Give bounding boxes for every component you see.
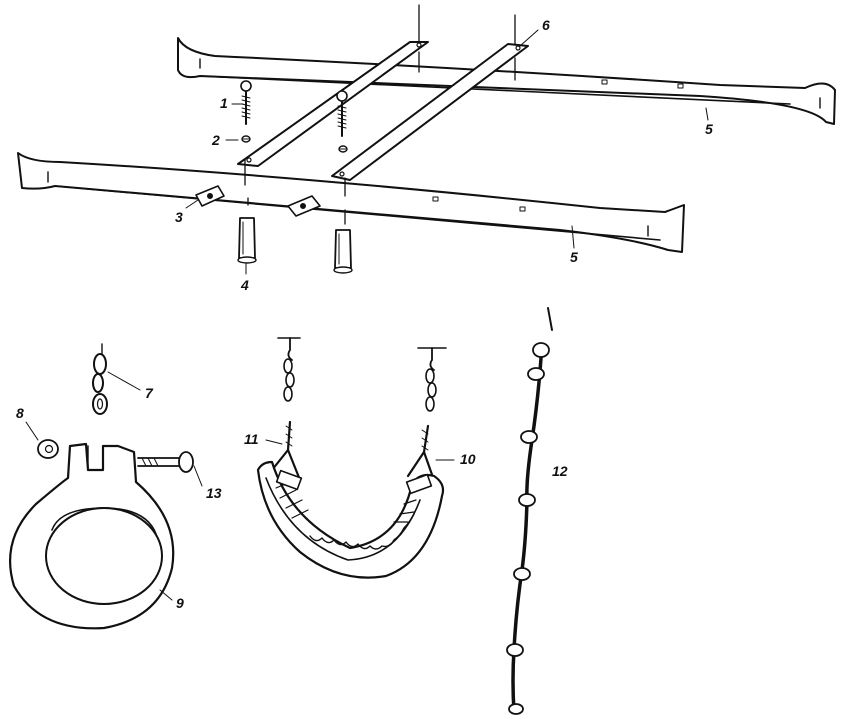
- callout-10: 10: [460, 451, 476, 467]
- plate-right: [287, 195, 321, 217]
- knotted-climbing-rope: [506, 307, 553, 715]
- plate-left: [195, 185, 225, 207]
- eye-bolt-right: [336, 90, 348, 137]
- callout-13: 13: [206, 485, 222, 501]
- callout-3: 3: [175, 209, 183, 225]
- callout-9: 9: [176, 595, 184, 611]
- callout-12: 12: [552, 463, 568, 479]
- callout-8: 8: [16, 405, 24, 421]
- rear-top-beam: [177, 37, 836, 125]
- carriage-bolt: [137, 451, 194, 473]
- callout-2: 2: [211, 132, 220, 148]
- callout-6: 6: [542, 17, 550, 33]
- leader-lines: [25, 29, 709, 601]
- cross-bar-left: [237, 41, 429, 167]
- eye-bolt-left: [240, 80, 252, 125]
- sleeve-right: [333, 229, 353, 274]
- belt-swing-seat: [256, 460, 445, 579]
- sleeve-left: [237, 217, 257, 264]
- callout-7: 7: [145, 385, 154, 401]
- callout-4: 4: [240, 277, 249, 293]
- callout-1: 1: [220, 95, 228, 111]
- callout-5-front-beam: 5: [570, 249, 578, 265]
- callout-11: 11: [244, 431, 259, 447]
- washer-left: [241, 135, 251, 143]
- swing-left-chain: [270, 420, 302, 482]
- washer-right: [338, 145, 348, 153]
- short-chain: [92, 343, 108, 415]
- hex-nut: [37, 439, 59, 459]
- swing-right-hanger: [417, 347, 447, 412]
- tire-swing: [9, 442, 175, 630]
- front-top-beam: [17, 152, 685, 253]
- callout-5-rear-beam: 5: [705, 121, 713, 137]
- swing-left-hanger: [277, 337, 301, 402]
